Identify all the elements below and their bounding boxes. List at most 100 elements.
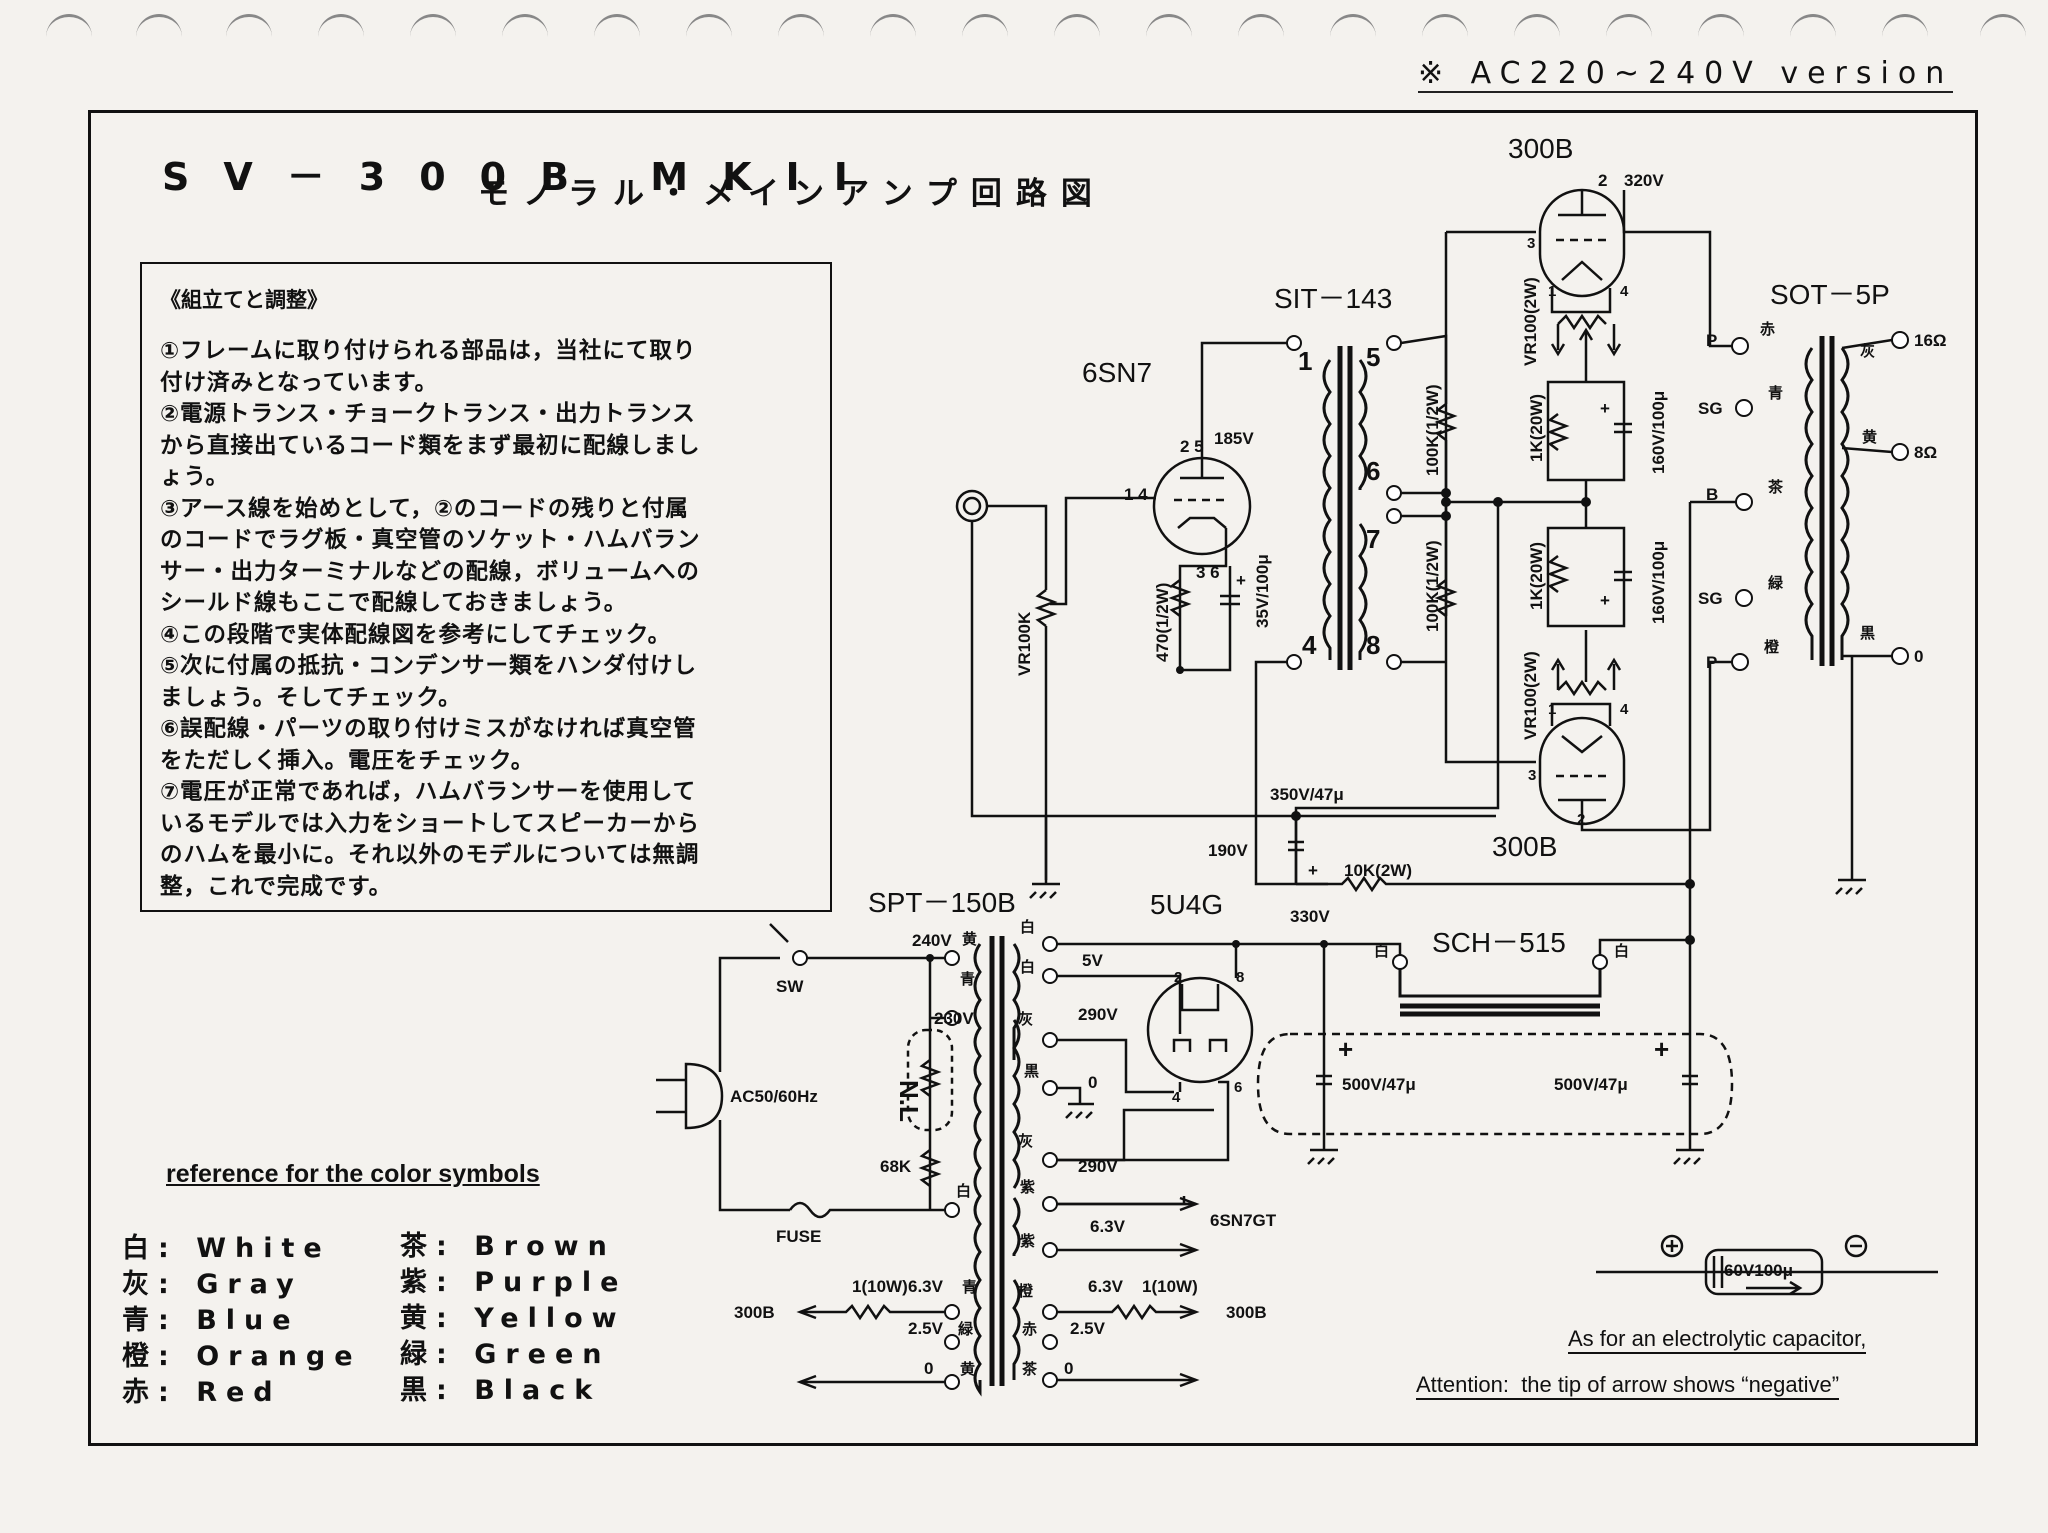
- cap-500v-left-label: 500V/47μ: [1342, 1075, 1416, 1094]
- color-mark: 灰: [1018, 1132, 1033, 1150]
- terminal: [1042, 1334, 1058, 1350]
- neon-lamp-outline: [906, 1028, 954, 1132]
- pin-label: 2: [1598, 171, 1607, 190]
- wire: [1324, 942, 1402, 955]
- punch-mark: [1330, 14, 1376, 39]
- voltage-label: 240V: [912, 931, 952, 950]
- assembly-line: ましょう。そしてチェック。: [160, 684, 462, 711]
- tube-envelope: [1538, 716, 1626, 826]
- plus-sign: +: [1338, 1034, 1353, 1064]
- color-mark: 茶: [1768, 478, 1784, 496]
- color-mark: 白: [1020, 918, 1035, 936]
- version-label: ※ AC220~240V version: [1418, 56, 1954, 93]
- pin-label: 8: [1236, 969, 1244, 986]
- sch515-label: SCH－515: [1432, 927, 1566, 958]
- terminal: [1042, 1032, 1058, 1048]
- wire: [1598, 938, 1690, 955]
- punch-mark: [1606, 14, 1652, 39]
- punch-mark: [1054, 14, 1100, 39]
- voltage-label: 6.3V: [1088, 1277, 1124, 1296]
- vr100-top-label: VR100(2W): [1521, 277, 1540, 366]
- assembly-line: シールド線もここで配線しておきましょう。: [160, 590, 628, 616]
- sit-secondary-lower: [1358, 523, 1368, 660]
- ground-symbol: [1673, 1148, 1704, 1165]
- pin-label: 4: [1172, 1089, 1181, 1106]
- color-mark: 白: [1614, 942, 1629, 960]
- terminal: [1042, 1242, 1058, 1258]
- output-16ohm[interactable]: [1891, 331, 1909, 349]
- resistor-label: 68K: [880, 1157, 912, 1176]
- color-mark: 黄: [960, 1360, 975, 1378]
- tube-plate: [1172, 1038, 1192, 1052]
- pin-label: P: [1706, 331, 1717, 350]
- filter-cap-enclosure: [1256, 1032, 1734, 1136]
- switch-blade[interactable]: [769, 923, 789, 943]
- color-mark: 青: [1768, 384, 1783, 402]
- output-0[interactable]: [1891, 647, 1909, 665]
- input-jack[interactable]: [955, 489, 989, 523]
- r100k-top: [1434, 403, 1458, 441]
- punch-mark: [502, 14, 548, 39]
- cap-arrow: [1746, 1280, 1803, 1296]
- spt150b-label: SPT－150B: [868, 887, 1016, 918]
- fuse: [788, 1201, 945, 1219]
- tube-300b-bottom: [1538, 716, 1626, 826]
- punch-mark: [1882, 14, 1928, 39]
- assembly-line: ④この段階で実体配線図を参考にしてチェック。: [160, 621, 672, 648]
- sit-primary: [1322, 359, 1332, 660]
- junction: [1291, 811, 1301, 821]
- tube-filament: [1180, 984, 1220, 1012]
- wire: [1057, 974, 1182, 1034]
- arrow: [1179, 1242, 1200, 1258]
- tube-5u4g-label: 5U4G: [1150, 889, 1223, 920]
- assembly-line: 付け済みとなっています。: [160, 369, 438, 396]
- voltage-label: 320V: [1624, 171, 1664, 190]
- spt-primary: [973, 943, 982, 1397]
- terminal: [1042, 968, 1058, 984]
- punch-mark: [410, 14, 456, 39]
- cathode-network-top: [1546, 380, 1626, 482]
- wire: [1841, 446, 1893, 454]
- c160-bottom-label: 160V/100μ: [1649, 541, 1668, 624]
- color-mark: 青: [960, 970, 975, 988]
- sit-secondary-upper: [1358, 359, 1368, 490]
- title-japanese: モノラル・メインアンプ回路図: [478, 176, 1106, 212]
- pin-label: 3: [1528, 767, 1536, 784]
- vr100k: [1034, 589, 1058, 627]
- terminal: [944, 950, 960, 966]
- punch-mark: [1698, 14, 1744, 39]
- assembly-lines: ①フレームに取り付けられる部品は，当社にて取り 付け済みとなっています。 ②電源…: [160, 336, 814, 903]
- output-8ohm[interactable]: [1891, 443, 1909, 461]
- color-mark: 黄: [962, 930, 977, 948]
- color-mark: 白: [956, 1182, 971, 1200]
- punch-mark: [136, 14, 182, 39]
- pin-label: 4: [1620, 283, 1629, 300]
- r68k: [918, 1149, 942, 1187]
- cap-500v-right-label: 500V/47μ: [1554, 1075, 1628, 1094]
- neon-lamp-resistor: [918, 1059, 942, 1097]
- wire: [1050, 496, 1156, 606]
- punch-mark: [778, 14, 824, 39]
- punch-mark: [226, 14, 272, 39]
- pin-label: 3 6: [1196, 563, 1220, 582]
- wire: [1550, 702, 1612, 726]
- vr100-bottom-label: VR100(2W): [1521, 651, 1540, 740]
- tube-cathode: [1177, 516, 1227, 529]
- plus-icon: [1660, 1234, 1684, 1258]
- pin-label: 6: [1234, 1079, 1242, 1096]
- spt-hv-secondary: [1012, 943, 1021, 1060]
- title-model: SV－300B MKII: [162, 155, 882, 199]
- sot-primary: [1804, 347, 1814, 660]
- assembly-line: のコードでラグ板・真空管のソケット・ハムバラン: [160, 527, 701, 553]
- tube-filament: [1561, 735, 1603, 754]
- terminal: [1042, 1080, 1058, 1096]
- plus-sign: +: [1654, 1034, 1669, 1064]
- arrow: [1606, 343, 1622, 357]
- terminal: [944, 1374, 960, 1390]
- terminal: [944, 1304, 960, 1320]
- r100k-bottom: [1434, 579, 1458, 617]
- punch-mark: [1790, 14, 1836, 39]
- color-mark: 白: [1374, 942, 1389, 960]
- arrow: [1550, 657, 1566, 671]
